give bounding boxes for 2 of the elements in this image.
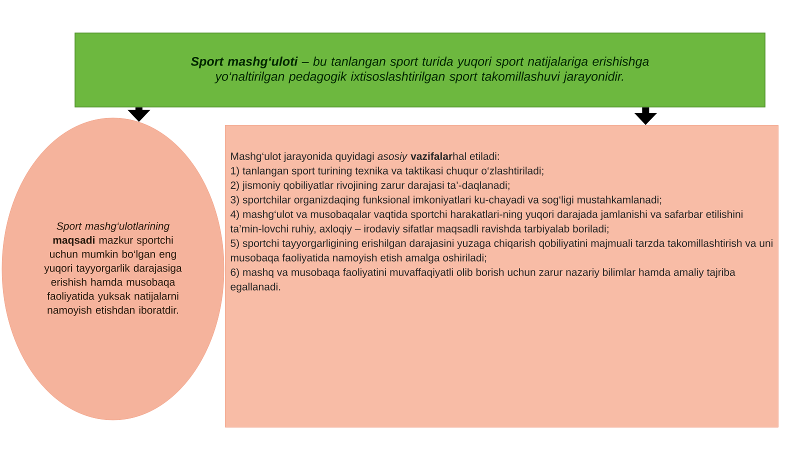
definition-banner: Sport mashg‘uloti – bu tanlangan sport turida yuqori sport natijalariga erishishga yo‘naltirilgan pedagogik ixtisoslashtirilgan sport takomillashuvi jarayonidir.: [74, 32, 766, 108]
tasks-box: Mashg‘ulot jarayonida quyidagi asosiy vazifalarhal etiladi: 1) tanlangan sport turining texnika va taktikasi chuqur o‘zlashtiriladi; 2) jismoniy qobiliyatlar rivojining zarur darajasi ta’-daqlanadi; 3) sportchilar organizdaqing funksional imkoniyatlari ku-chayadi va sog‘ligi mustahkamlanadi; 4) mashg‘ulot va musobaqalar vaqtida sportchi harakatlari-ning yuqori darajada jamlanishi va safarbar etilishini ta’min-lovchi ruhiy, axloqiy – irodaviy sifatlar maqsadli ravishda tarbiyalab boriladi; 5) sportchi tayyorgarligining erishilgan darajasini yuzaga chiqarish qobiliyatini majmuali tarzda takomillashtirish va uni musobaqa faoliyatida namoyish etish amalga oshiriladi; 6) mashq va musobaqa faoliyatini muvaffaqiyatli olib borish uchun zarur nazariy bilimlar hamda amaliy tajriba egallanadi.: [225, 125, 778, 428]
